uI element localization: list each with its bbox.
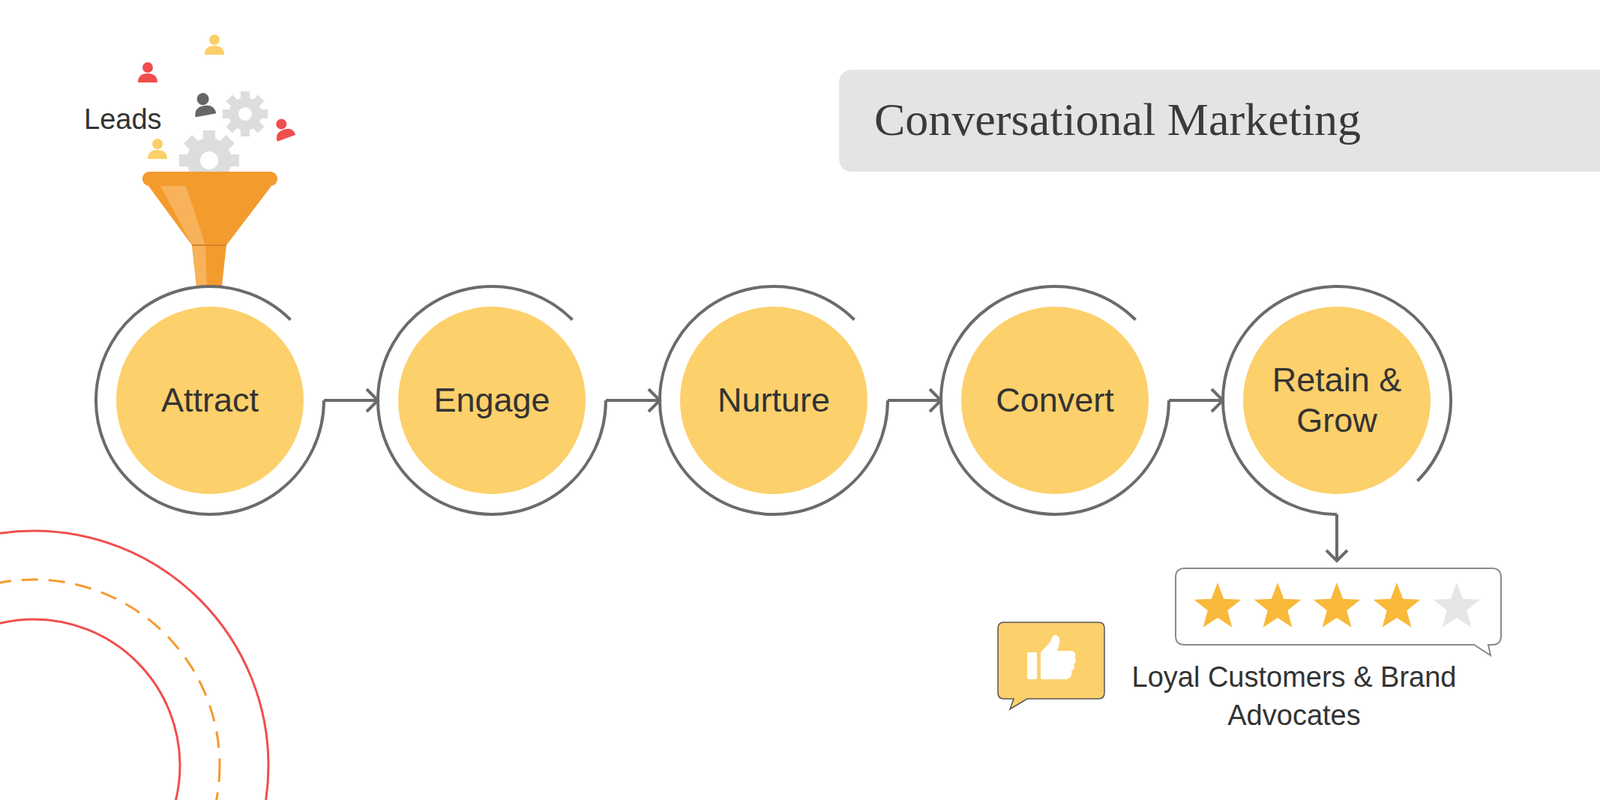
gear-icon (222, 91, 268, 137)
flow-arrow (887, 389, 941, 412)
stage-label: Engage (433, 380, 550, 421)
circle-fill (961, 306, 1149, 495)
circle-fill (398, 306, 586, 495)
deco-arc (0, 530, 269, 800)
leader-arrow (1326, 514, 1348, 561)
title: Conversational Marketing (874, 91, 1361, 147)
stage-label: Nurture (717, 380, 830, 421)
flow-arrow (1168, 389, 1223, 412)
stage-circle: Retain & Grow (1243, 306, 1431, 495)
title-band (838, 69, 1600, 172)
star (1254, 582, 1302, 628)
stage-circle: Convert (961, 306, 1149, 495)
stage-circle: Nurture (680, 306, 868, 495)
deco-arc (0, 619, 180, 800)
star (1373, 582, 1421, 628)
star-rating (1194, 582, 1481, 628)
thumb-icon (1027, 635, 1076, 680)
funnel-icon (142, 171, 278, 286)
person-icon (270, 115, 297, 141)
stage-label: Convert (995, 380, 1115, 421)
stage-label: Attract (161, 380, 259, 421)
circle-fill (116, 306, 304, 495)
flow-arrow (323, 389, 378, 412)
person-icon (147, 138, 168, 159)
ring (95, 286, 1451, 515)
star (1313, 582, 1361, 628)
label-text: Leads (83, 100, 162, 139)
label-text: Loyal Customers & Brand Advocates (1129, 658, 1460, 736)
rating-bubble (1175, 568, 1502, 656)
circle-fill (1243, 306, 1431, 495)
person-icon (204, 34, 225, 55)
stage-label: Retain & Grow (1260, 359, 1415, 441)
thumb-bubble (997, 622, 1105, 710)
deco-arc (0, 579, 220, 800)
circle-fill (680, 306, 868, 495)
person-icon (191, 91, 216, 117)
flow-arrow (605, 389, 660, 412)
stage-circle: Attract (116, 306, 304, 495)
star (1194, 582, 1242, 628)
star (1433, 582, 1481, 628)
circle-shape (1243, 306, 1431, 495)
stage-circle: Engage (398, 306, 586, 495)
person-icon (137, 62, 158, 83)
